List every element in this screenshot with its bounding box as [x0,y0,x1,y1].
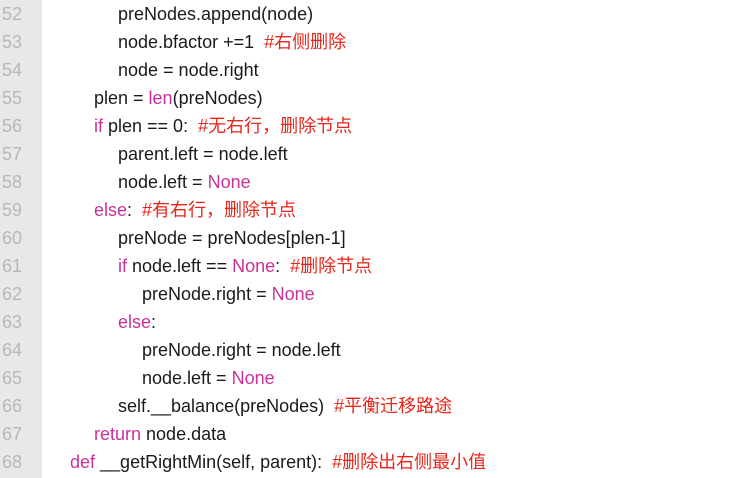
keyword-token: None [231,368,275,388]
code-token: (preNodes) [172,88,263,108]
code-token: node.bfactor +=1 [118,32,265,52]
code-token: plen == 0: [103,116,199,136]
code-line: 58 node.left = None [0,168,745,196]
comment-token: #平衡迁移路途 [334,396,453,416]
comment-token: #有右行，删除节点 [142,200,297,220]
keyword-token: else [118,312,152,332]
code-token: node.left == [127,256,233,276]
code-token: preNode.right = [142,284,272,304]
line-number: 63 [2,312,23,332]
code-token: : [151,312,157,332]
line-number: 68 [2,452,23,472]
code-line: 64 preNode.right = node.left [0,336,745,364]
line-number: 52 [2,4,23,24]
code-line: 62 preNode.right = None [0,280,745,308]
code-text: plen = len(preNodes) [94,84,263,112]
code-token: node.left = [142,368,232,388]
code-token: node.left = [118,172,208,192]
code-token: preNode = preNodes[plen-1] [118,228,346,248]
comment-token: #删除节点 [290,256,373,276]
keyword-token: if [94,116,103,136]
code-line: 52 preNodes.append(node) [0,0,745,28]
code-text: node.left = None [118,168,251,196]
code-text: else: #有右行，删除节点 [94,196,296,224]
line-number: 64 [2,340,23,360]
code-token: plen = [94,88,149,108]
code-line: 68 def __getRightMin(self, parent): #删除出右… [0,448,745,476]
line-number: 54 [2,60,23,80]
code-line: 63 else: [0,308,745,336]
code-line: 57 parent.left = node.left [0,140,745,168]
line-number: 56 [2,116,23,136]
code-token: parent.left = node.left [118,144,288,164]
code-line: 55 plen = len(preNodes) [0,84,745,112]
code-line: 66 self.__balance(preNodes) #平衡迁移路途 [0,392,745,420]
code-token: preNode.right = node.left [142,340,341,360]
code-text: preNode.right = node.left [142,336,341,364]
line-number: 65 [2,368,23,388]
code-line: 56 if plen == 0: #无右行，删除节点 [0,112,745,140]
line-number-gutter [0,0,42,478]
line-number: 60 [2,228,23,248]
code-text: preNode = preNodes[plen-1] [118,224,346,252]
code-text: if plen == 0: #无右行，删除节点 [94,112,352,140]
code-text: parent.left = node.left [118,140,288,168]
line-number: 61 [2,256,23,276]
code-token: : [275,256,291,276]
keyword-token: else [94,200,128,220]
keyword-token: return [94,424,142,444]
line-number: 58 [2,172,23,192]
line-number: 53 [2,32,23,52]
comment-token: #无右行，删除节点 [198,116,353,136]
code-line: 65 node.left = None [0,364,745,392]
code-text: else: [118,308,156,336]
code-token: node.data [141,424,227,444]
code-line: 54 node = node.right [0,56,745,84]
code-text: node.left = None [142,364,275,392]
keyword-token: def [70,452,96,472]
code-token: : [127,200,143,220]
code-line: 53 node.bfactor +=1 #右侧删除 [0,28,745,56]
line-number: 55 [2,88,23,108]
keyword-token: if [118,256,127,276]
keyword-token: len [148,88,173,108]
code-text: if node.left == None: #删除节点 [118,252,372,280]
code-text: return node.data [94,420,226,448]
code-line: 67 return node.data [0,420,745,448]
comment-token: #右侧删除 [264,32,347,52]
code-line: 61 if node.left == None: #删除节点 [0,252,745,280]
code-text: node = node.right [118,56,259,84]
keyword-token: None [232,256,276,276]
keyword-token: None [207,172,251,192]
line-number: 59 [2,200,23,220]
code-line: 59 else: #有右行，删除节点 [0,196,745,224]
line-number: 66 [2,396,23,416]
code-text: node.bfactor +=1 #右侧删除 [118,28,346,56]
code-token: self.__balance(preNodes) [118,396,335,416]
code-text: self.__balance(preNodes) #平衡迁移路途 [118,392,452,420]
line-number: 62 [2,284,23,304]
code-token: __getRightMin(self, parent): [95,452,333,472]
code-token: preNodes.append(node) [118,4,314,24]
code-text: preNode.right = None [142,280,315,308]
comment-token: #删除出右侧最小值 [332,452,487,472]
code-text: preNodes.append(node) [118,0,313,28]
code-text: def __getRightMin(self, parent): #删除出右侧最… [70,448,486,476]
code-token: node = node.right [118,60,259,80]
line-number: 67 [2,424,23,444]
line-number: 57 [2,144,23,164]
code-line: 60 preNode = preNodes[plen-1] [0,224,745,252]
keyword-token: None [271,284,315,304]
